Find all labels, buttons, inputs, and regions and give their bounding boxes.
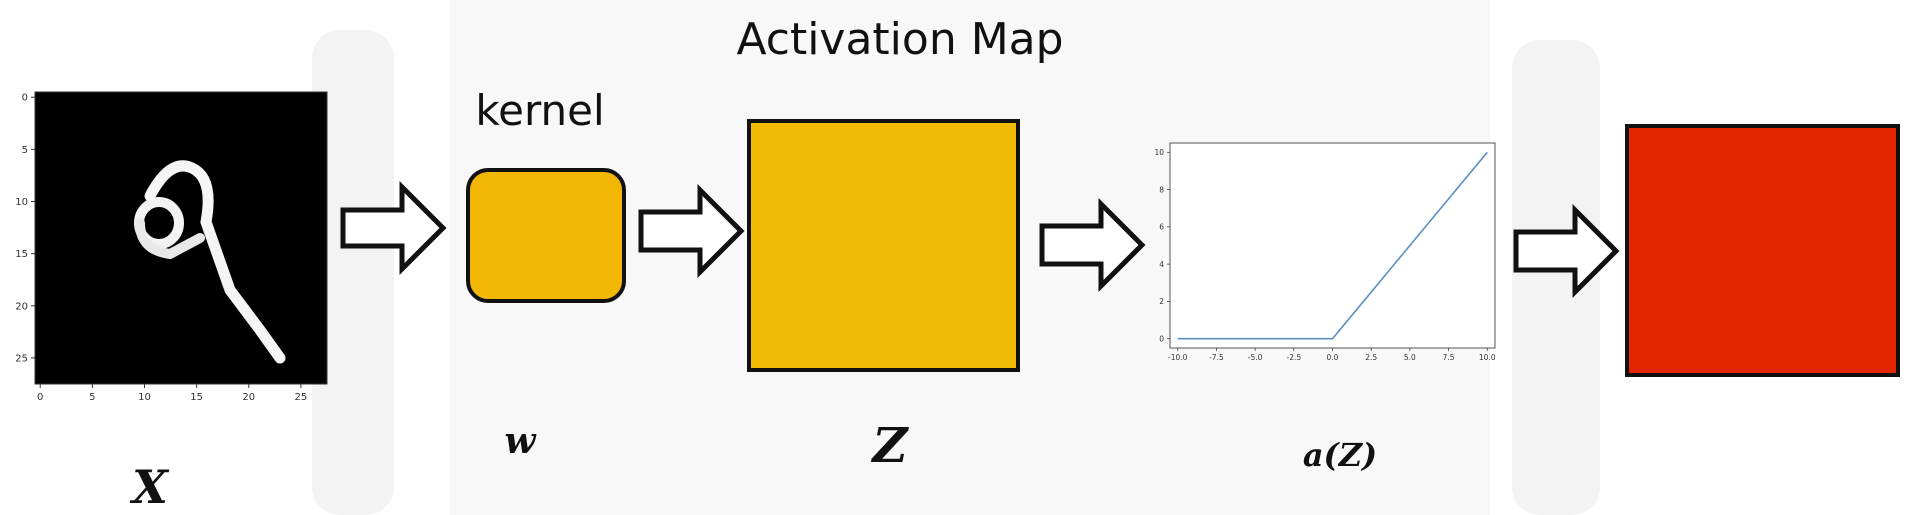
input-x-tick-label: 15 [190,392,203,403]
input-y-tick-label: 10 [15,197,28,208]
digit-nine-strokes [134,160,286,364]
activation-map-box [747,119,1020,372]
input-image [34,91,328,385]
relu-x-tick-label: -5.0 [1248,353,1263,362]
relu-x-tick-label: -2.5 [1286,353,1301,362]
kernel-box [466,168,626,303]
activation-map-label: Z [872,418,908,474]
input-x-tick-label: 25 [295,392,308,403]
arrow-z-to-activation [1039,197,1146,293]
activation-function-label: a(Z) [1302,436,1378,474]
relu-y-tick-label: 6 [1159,223,1164,232]
input-x-tick-label: 0 [37,392,43,403]
input-x-tick-label: 20 [242,392,255,403]
relu-x-tick-label: 7.5 [1443,353,1455,362]
arrow-input-to-kernel [340,180,447,276]
input-x-tick-label: 10 [138,392,151,403]
relu-y-tick-label: 2 [1159,297,1164,306]
arrow-kernel-to-z [638,183,745,279]
input-y-tick-label: 25 [15,353,28,364]
relu-x-tick-label: 2.5 [1365,353,1377,362]
arrow-activation-to-output [1513,203,1620,299]
relu-y-tick-label: 4 [1159,260,1164,269]
input-y-tick-label: 0 [22,93,28,104]
input-y-tick-label: 15 [15,249,28,260]
output-box [1625,124,1900,377]
relu-y-tick-label: 0 [1159,334,1164,343]
relu-x-tick-label: 5.0 [1404,353,1416,362]
relu-x-tick-label: -10.0 [1168,353,1188,362]
relu-x-tick-label: 0.0 [1327,353,1339,362]
input-y-tick-label: 5 [22,145,28,156]
relu-y-tick-label: 10 [1154,148,1164,157]
relu-x-tick-label: 10.0 [1479,353,1496,362]
weight-label: w [504,420,536,462]
input-label: X [132,460,168,514]
input-y-tick-label: 20 [15,301,28,312]
kernel-label: kernel [475,86,605,135]
relu-line [1177,151,1488,340]
relu-plot-frame [1169,142,1496,349]
relu-y-tick-label: 8 [1159,185,1164,194]
diagram-title: Activation Map [736,14,1064,65]
input-x-tick-label: 5 [89,392,95,403]
relu-x-tick-label: -7.5 [1209,353,1224,362]
